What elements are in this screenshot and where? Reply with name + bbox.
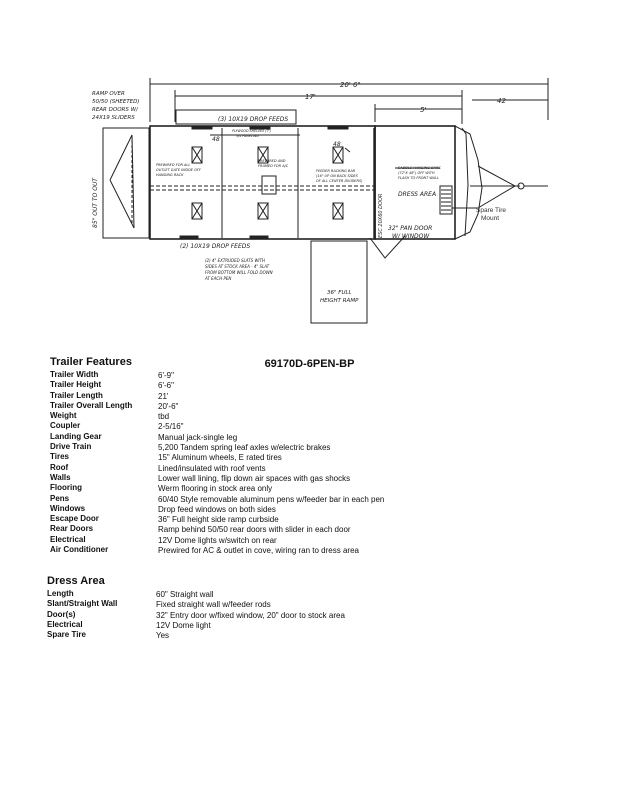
dress-area-title: Dress Area [47, 575, 105, 587]
spare-tire-label-1: Spare Tire [476, 207, 506, 214]
trailer-feature-label: Trailer Width [50, 370, 99, 379]
saddle-note-1: SADDLE HANGING BARS [398, 166, 441, 170]
roof-note-2: 3/4 PANELING [236, 134, 259, 138]
trailer-feature-value: 6'-6" [158, 381, 174, 391]
trailer-feature-label: Drive Train [50, 442, 92, 452]
trailer-feature-value: 60/40 Style removable aluminum pens w/fe… [158, 494, 385, 504]
overall-dim-label: 20' 6" [340, 81, 361, 89]
trailer-floor-plan: 20' 6" 17' 42 5' 48 48 RAMP OVER 50/50 (… [92, 78, 549, 324]
feeder-note-3: OF ALL CENTER DIVIDERS) [316, 179, 363, 183]
dress-area-feature-value: 12V Dome light [156, 620, 211, 630]
dim-48b-label: 48 [333, 141, 341, 148]
out-to-out-label: 85" OUT TO OUT [92, 177, 99, 228]
trailer-feature-value: 6'-9" [158, 371, 174, 380]
trailer-feature-label: Weight [50, 411, 77, 421]
trailer-features-title: Trailer Features [50, 356, 132, 368]
dress-area-feature-label: Length [47, 589, 74, 598]
trailer-feature-value: Lower wall lining, flip down air spaces … [158, 473, 351, 483]
trailer-feature-value: 5,200 Tandem spring leaf axles w/electri… [158, 443, 331, 453]
trailer-feature-value: Werm flooring in stock area only [158, 484, 273, 494]
trailer-feature-label: Tires [50, 452, 69, 462]
trailer-feature-value: Drop feed windows on both sides [158, 504, 276, 514]
trailer-feature-label: Trailer Height [50, 380, 102, 390]
center-note-2: FRAMED FOR A/C [258, 164, 289, 168]
trailer-feature-label: Electrical [50, 534, 86, 544]
trailer-feature-value: Lined/insulated with roof vents [158, 463, 266, 473]
ramp-note-2: 50/50 (SHEETED) [92, 99, 140, 105]
trailer-feature-label: Trailer Overall Length [50, 400, 133, 410]
trailer-feature-value: 15" Aluminum wheels, E rated tires [158, 453, 282, 463]
dress-area-feature-label: Door(s) [47, 609, 76, 619]
dim-5-label: 5' [420, 106, 426, 114]
stall-note-1: PREWIRED FOR ALL [156, 163, 190, 167]
trailer-feature-label: Trailer Length [50, 390, 103, 400]
trailer-feature-label: Rear Doors [50, 524, 94, 534]
trailer-feature-label: Flooring [50, 483, 82, 493]
dim-17-label: 17' [305, 93, 316, 101]
escape-door-label: ESC 20X60 DOOR [378, 194, 384, 238]
dim-42-label: 42 [497, 97, 506, 105]
trailer-feature-value: 20'-6" [158, 401, 179, 411]
trailer-feature-label: Escape Door [50, 514, 99, 524]
dress-area-feature-label: Slant/Straight Wall [47, 599, 118, 609]
top-feed-label: (3) 10X19 DROP FEEDS [218, 116, 288, 123]
dress-area-feature-value: Yes [156, 631, 170, 641]
side-ramp-label-1: 36" FULL [327, 290, 352, 296]
dress-area-feature-value: 60" Straight wall [156, 590, 214, 599]
saddle-note-2: (72"X 48") OFF WITH [398, 171, 435, 175]
ramp-note-4: 24X19 SLIDERS [92, 115, 135, 121]
dress-area-feature-value: Fixed straight wall w/feeder rods [156, 600, 271, 610]
dress-area-feature-label: Electrical [47, 619, 83, 629]
trailer-feature-value: Manual jack-single leg [158, 432, 238, 442]
stall-note-3: HANGING RACK [156, 173, 184, 177]
trailer-feature-value: 12V Dome lights w/switch on rear [158, 535, 277, 545]
spare-tire-mount [439, 185, 453, 215]
escape-note-4: AT EACH PEN [204, 276, 231, 281]
center-note-1: PREWIRED AND [258, 159, 286, 163]
trailer-feature-label: Roof [50, 462, 69, 472]
trailer-feature-label: Windows [50, 503, 86, 513]
trailer-feature-label: Landing Gear [50, 431, 102, 441]
trailer-feature-value: 2-5/16" [158, 422, 184, 432]
trailer-feature-value: Prewired for AC & outlet in cove, wiring… [158, 546, 359, 556]
escape-note-2: SIDES AT STOCK AREA - 4" SLAT [205, 264, 270, 269]
dress-area-label: DRESS AREA [398, 191, 436, 198]
feeder-note-1: FEEDER RACKING BAR [316, 169, 356, 173]
trailer-feature-value: tbd [158, 412, 170, 422]
saddle-note-3: FLASH TO FRONT WALL [398, 176, 439, 180]
trailer-feature-value: 21' [158, 391, 169, 401]
trailer-feature-label: Walls [50, 472, 71, 482]
trailer-nose [454, 125, 483, 240]
roof-note-1: PLYWOOD SHELVES (7') [232, 129, 271, 133]
rear-ramp [102, 127, 150, 239]
pan-door-label-2: W/ WINDOW [392, 233, 430, 240]
escape-note-3: FROM BOTTOM WILL FOLD DOWN [205, 270, 273, 275]
trailer-feature-label: Air Conditioner [50, 545, 109, 555]
trailer-feature-label: Coupler [50, 421, 81, 431]
ramp-note-3: REAR DOORS W/ [92, 107, 139, 113]
model-number: 69170D-6PEN-BP [264, 358, 355, 370]
dress-area-feature-label: Spare Tire [47, 630, 86, 640]
bottom-feed-label: (2) 10X19 DROP FEEDS [180, 243, 250, 250]
stall-note-2: OUTLET GATE INSIDE OFF [156, 168, 202, 172]
trailer-feature-value: Ramp behind 50/50 rear doors with slider… [158, 525, 351, 535]
spare-tire-label-2: Mount [481, 215, 499, 222]
side-ramp [310, 240, 368, 324]
dress-area-feature-value: 32" Entry door w/fixed window, 20" door … [156, 610, 345, 620]
trailer-feature-value: 36" Full height side ramp curbside [158, 515, 279, 525]
feeder-note-2: (16" UP ON BACK SIDES [316, 174, 359, 178]
ramp-note-1: RAMP OVER [92, 91, 125, 97]
dim-48a-label: 48 [212, 136, 220, 143]
pan-door-label-1: 32" PAN DOOR [388, 225, 432, 232]
trailer-feature-label: Pens [50, 493, 70, 503]
side-ramp-label-2: HEIGHT RAMP [320, 298, 359, 304]
escape-note-1: (2) 4" EXTRUDED SLATS WITH [205, 258, 265, 263]
